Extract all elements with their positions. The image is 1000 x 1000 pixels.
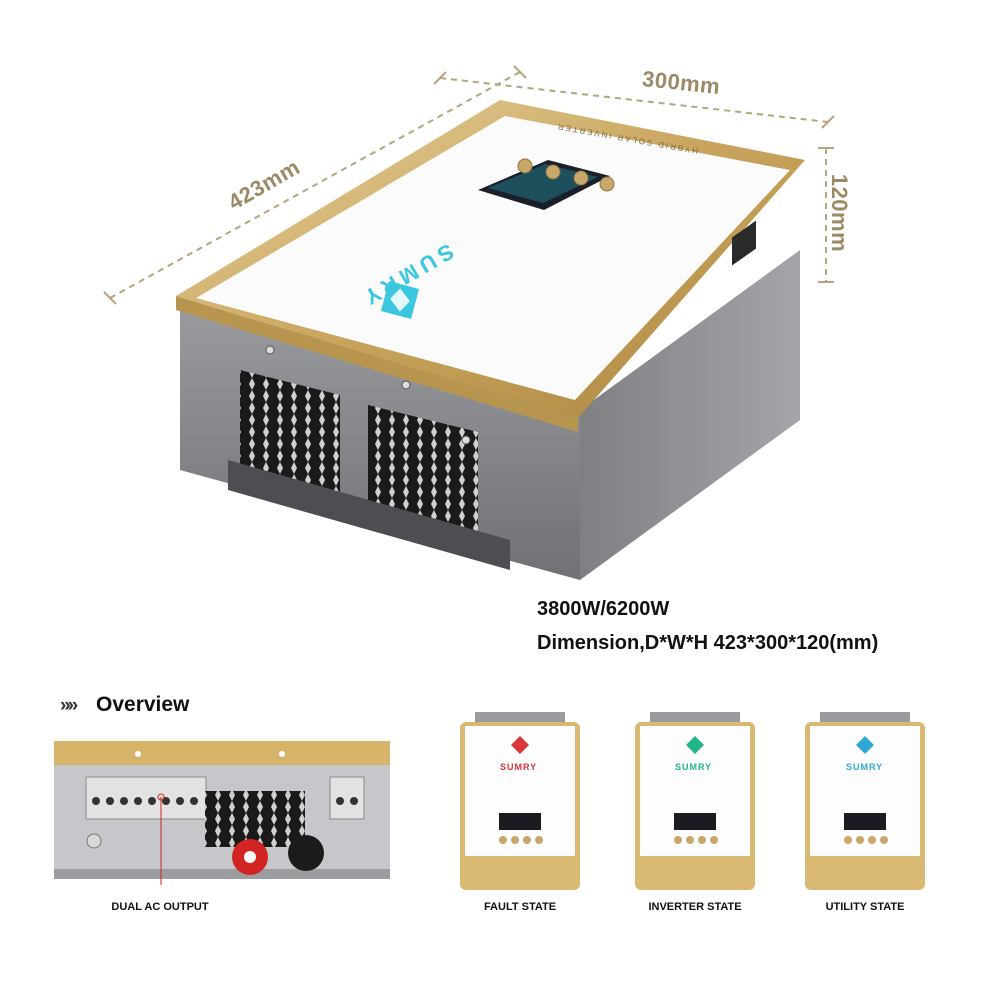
spec-dimension: Dimension,D*W*H 423*300*120(mm) [537,632,879,654]
inverter-state-device [635,712,755,890]
dimension-lines [109,71,829,299]
utility-state-device [805,712,925,890]
spec-power: 3800W/6200W [537,598,670,620]
utility-brand: SUMRY [846,762,884,772]
inverter-brand: SUMRY [675,762,713,772]
sumry-logo [380,280,420,320]
caption-fault-state: FAULT STATE [483,901,557,913]
overview-title: Overview [96,693,190,716]
dimension-height-label: 120mm [827,173,853,253]
caption-dual-ac-output: DUAL AC OUTPUT [111,901,209,913]
caption-utility-state: UTILITY STATE [825,901,905,913]
bottom-panel-illustration [54,741,390,885]
fault-state-device [460,712,580,890]
chevron-right-icon: »» [60,695,78,716]
caption-inverter-state: INVERTER STATE [648,901,742,913]
fault-brand: SUMRY [500,762,538,772]
main-inverter-illustration [103,65,835,580]
